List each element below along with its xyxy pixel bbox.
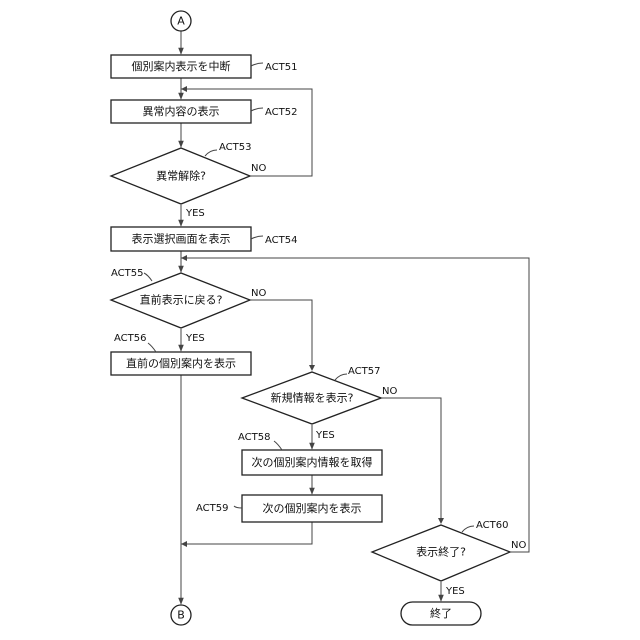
act57-label: ACT57 <box>348 366 380 377</box>
connector-b: B <box>171 605 191 625</box>
act55-text: 直前表示に戻る? <box>140 293 223 307</box>
act56-label: ACT56 <box>114 333 146 344</box>
act58-process: 次の個別案内情報を取得 <box>242 450 382 475</box>
act60-text: 表示終了? <box>416 545 466 559</box>
act57-decision: 新規情報を表示? <box>242 372 381 424</box>
act58-label: ACT58 <box>238 432 270 443</box>
connector-b-label: B <box>177 609 185 622</box>
act60-label: ACT60 <box>476 520 508 531</box>
act57-yes: YES <box>315 430 335 441</box>
act59-text: 次の個別案内を表示 <box>263 501 362 515</box>
act52-text: 異常内容の表示 <box>143 104 220 118</box>
act56-process: 直前の個別案内を表示 <box>111 352 251 375</box>
end-text: 終了 <box>430 606 452 620</box>
act57-no: NO <box>382 386 397 397</box>
act52-process: 異常内容の表示 <box>111 100 251 123</box>
act59-process: 次の個別案内を表示 <box>242 495 382 522</box>
act53-yes: YES <box>185 208 205 219</box>
connector-a-label: A <box>177 15 185 28</box>
act56-text: 直前の個別案内を表示 <box>126 356 236 370</box>
act51-process: 個別案内表示を中断 <box>111 55 251 78</box>
connector-a: A <box>171 11 191 31</box>
act54-process: 表示選択画面を表示 <box>111 227 251 251</box>
end-terminator: 終了 <box>401 602 481 625</box>
act57-text: 新規情報を表示? <box>271 391 354 405</box>
act59-label: ACT59 <box>196 503 228 514</box>
act53-text: 異常解除? <box>156 169 206 183</box>
act54-text: 表示選択画面を表示 <box>132 232 231 246</box>
act53-decision: 異常解除? <box>111 148 250 204</box>
act52-label: ACT52 <box>265 107 297 118</box>
act60-yes: YES <box>445 586 465 597</box>
act55-no: NO <box>251 288 266 299</box>
act53-no: NO <box>251 163 266 174</box>
act58-text: 次の個別案内情報を取得 <box>252 455 373 469</box>
act51-label: ACT51 <box>265 62 297 73</box>
act53-label: ACT53 <box>219 142 251 153</box>
act55-yes: YES <box>185 333 205 344</box>
act54-label: ACT54 <box>265 235 297 246</box>
act55-decision: 直前表示に戻る? <box>111 273 250 328</box>
act60-decision: 表示終了? <box>372 525 510 581</box>
act60-no: NO <box>511 540 526 551</box>
act51-text: 個別案内表示を中断 <box>132 59 231 73</box>
act55-label: ACT55 <box>111 268 143 279</box>
